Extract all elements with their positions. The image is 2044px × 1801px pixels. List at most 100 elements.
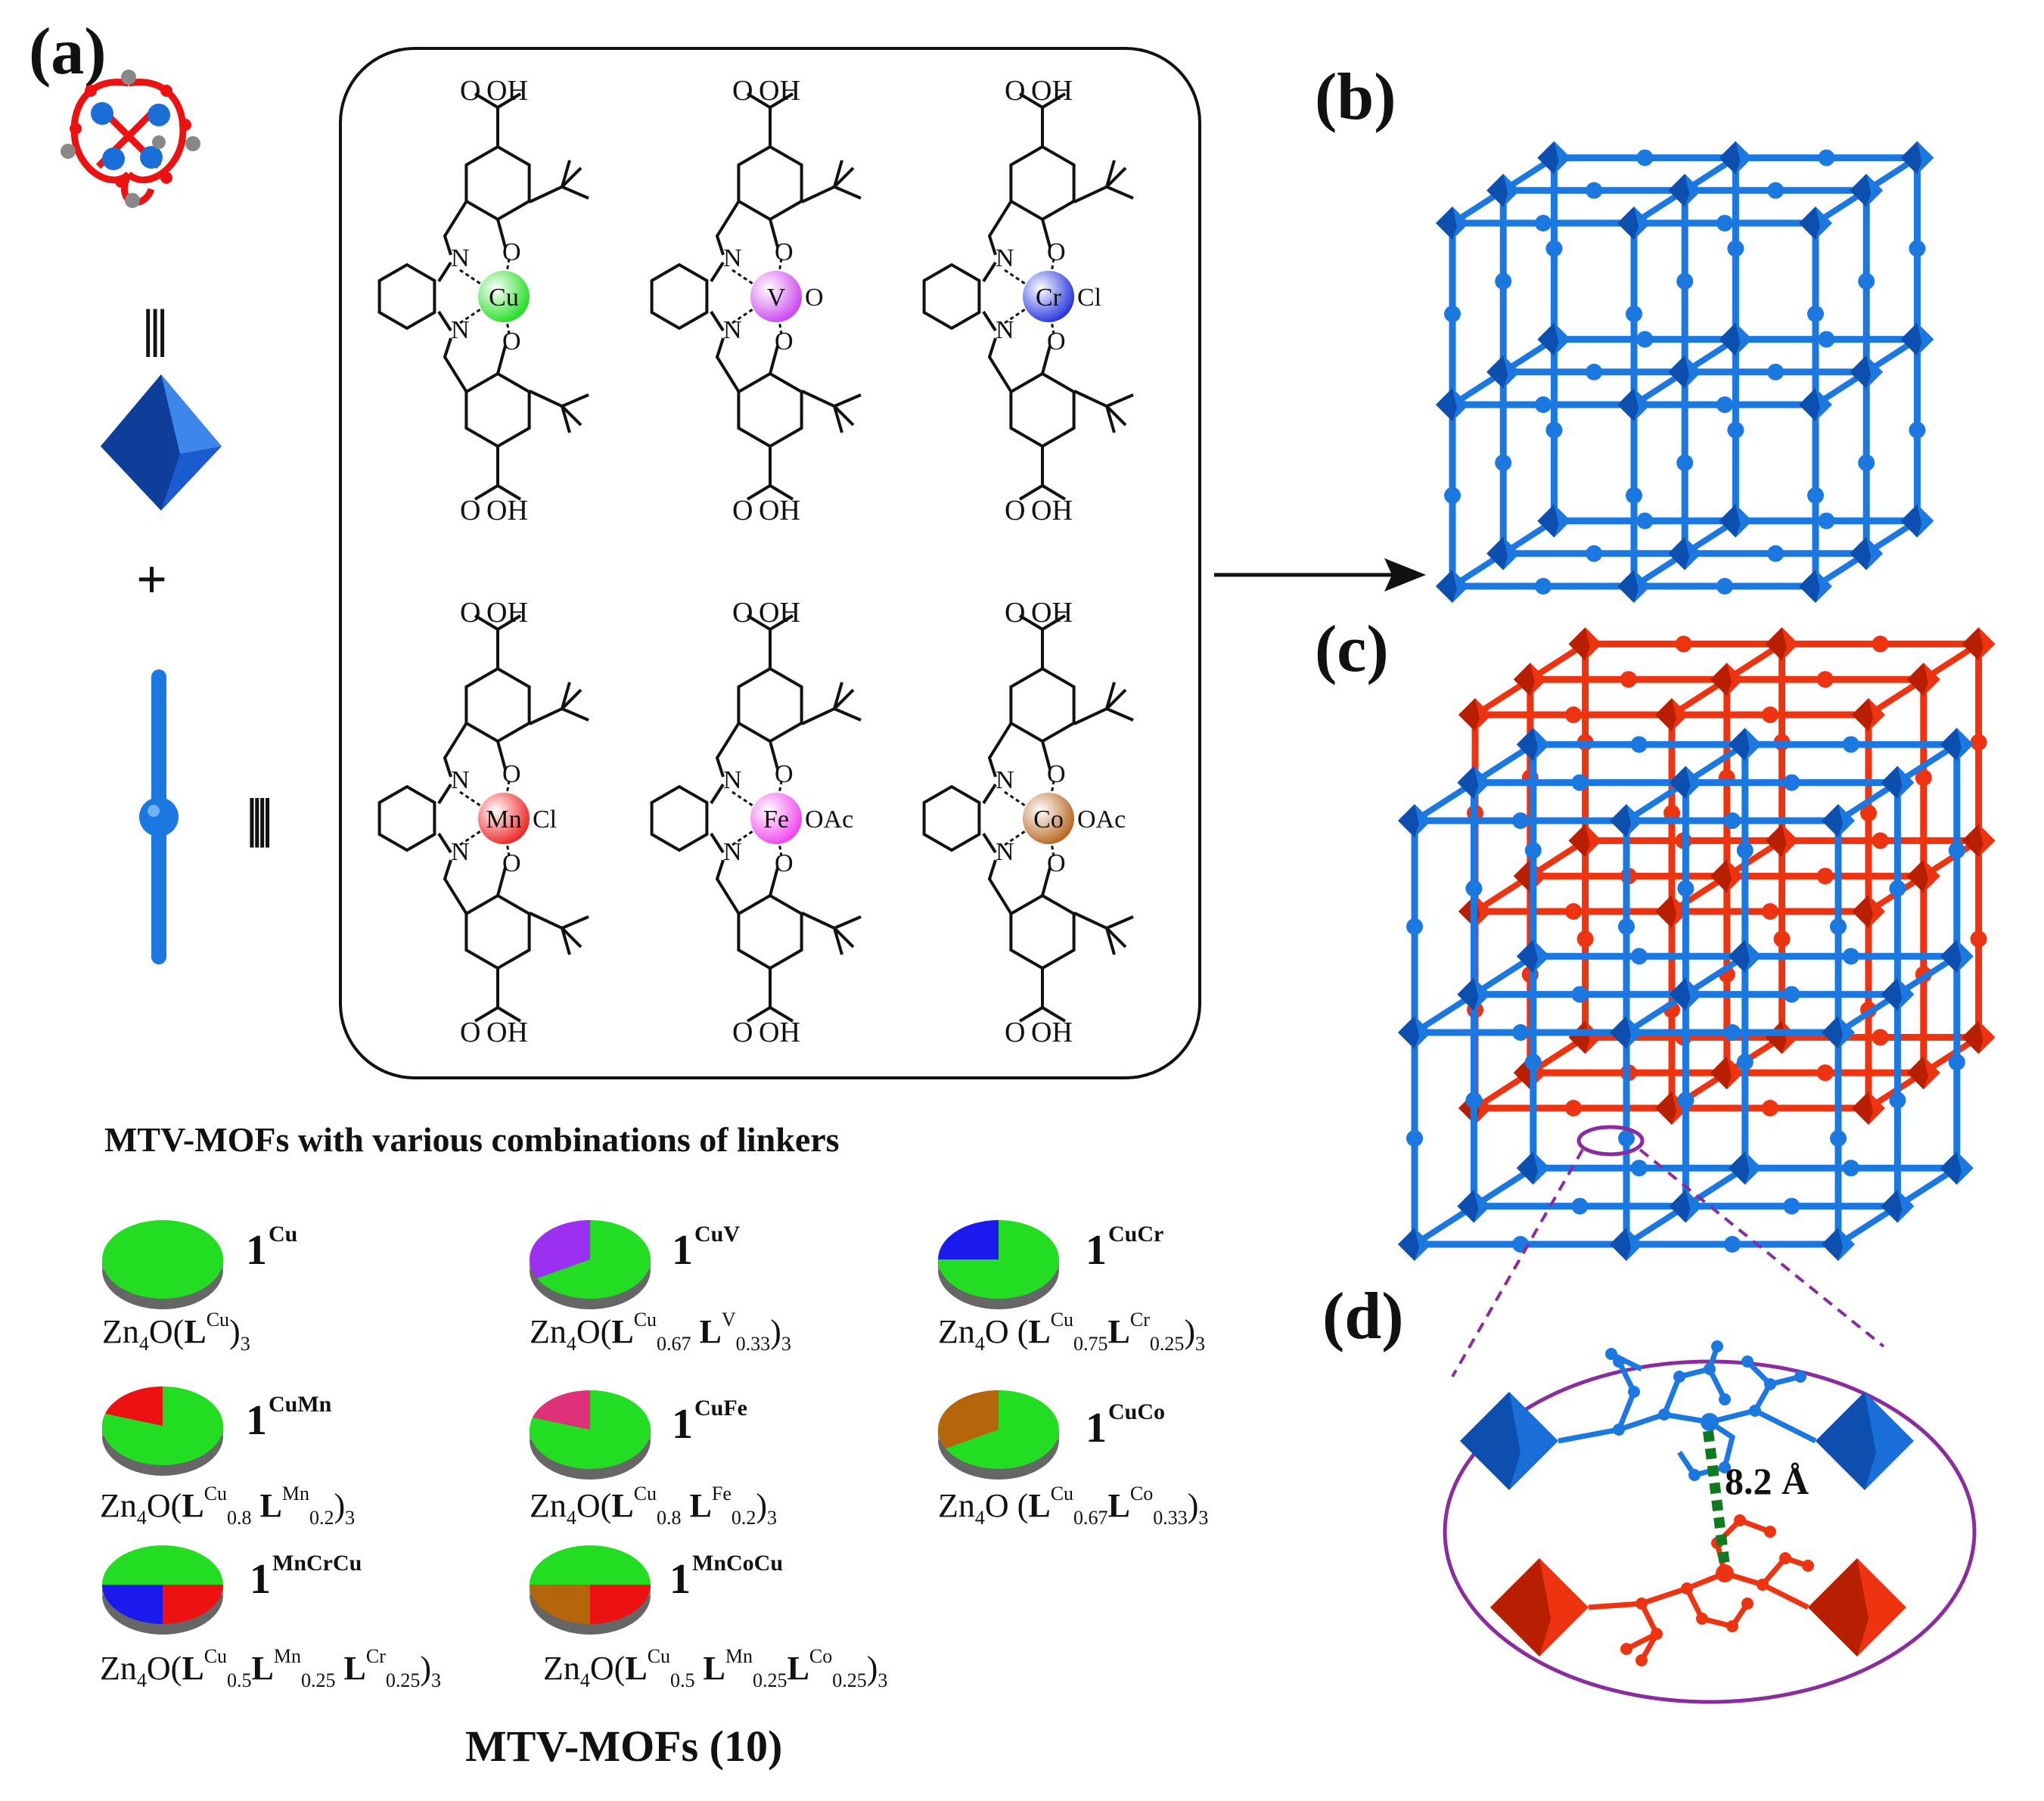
svg-text:N: N — [723, 244, 742, 272]
svg-text:N: N — [723, 838, 742, 866]
svg-text:O: O — [1047, 849, 1066, 877]
svg-text:O: O — [502, 849, 521, 877]
formula-cu: Zn4O(LCu)3 — [102, 1309, 250, 1355]
framework-interpenetrated-net — [1398, 627, 1996, 1261]
metal-symbol: Cr — [1036, 284, 1062, 312]
formula-cumn: Zn4O(LCu0.8 LMn0.2)3 — [100, 1483, 356, 1529]
svg-text:O: O — [775, 238, 794, 266]
panel-label-d: (d) — [1322, 1280, 1404, 1353]
svg-text:N: N — [996, 244, 1014, 272]
svg-text:N: N — [723, 766, 742, 794]
axial-ligand: Cl — [533, 806, 557, 834]
cu-cu-distance-line — [1703, 1430, 1730, 1567]
mof-label-cucr: 1CuCr — [1086, 1222, 1164, 1274]
formula-mncrcu: Zn4O(LCu0.5LMn0.25 LCr0.25)3 — [100, 1645, 442, 1691]
mof-label-mncocu: 1MnCoCu — [669, 1551, 784, 1603]
panel-label-b: (b) — [1315, 61, 1396, 134]
carboxyl-top: O OH — [1005, 75, 1073, 107]
equivalence-symbol-large: |||| — [246, 787, 274, 848]
carboxyl-bottom: O OH — [732, 495, 800, 526]
svg-text:N: N — [996, 838, 1014, 866]
pie-chart-icons — [102, 1220, 1060, 1635]
carboxyl-bottom: O OH — [460, 495, 528, 526]
blue-octahedron-left — [1460, 1392, 1558, 1490]
metal-symbol: Co — [1033, 806, 1064, 834]
red-octahedron-right — [1808, 1558, 1906, 1657]
axial-ligand: OAc — [805, 806, 853, 834]
svg-text:O: O — [502, 328, 521, 356]
svg-text:O: O — [1047, 238, 1066, 266]
distance-label: 8.2 Å — [1725, 1460, 1809, 1502]
axial-ligand: Cl — [1077, 284, 1101, 312]
svg-text:N: N — [996, 316, 1014, 344]
metal-center-icon — [750, 271, 802, 322]
metal-symbol: Fe — [763, 806, 789, 834]
equivalence-symbol-small: ||| — [142, 300, 168, 358]
mof-label-cumn: 1CuMn — [246, 1392, 332, 1444]
metal-center-icon — [1023, 271, 1074, 322]
svg-text:N: N — [996, 766, 1014, 794]
formula-cucr: Zn4O (LCu0.75LCr0.25)3 — [938, 1309, 1206, 1355]
metal-symbol: Cu — [489, 284, 519, 312]
mtv-heading: MTV-MOFs with various combinations of li… — [104, 1120, 840, 1159]
panel-label-c: (c) — [1315, 613, 1389, 686]
axial-ligand: OAc — [1077, 806, 1126, 834]
pie-cu — [102, 1220, 223, 1309]
panel-d-zoom-view: 8.2 Å — [1443, 1125, 1977, 1704]
svg-text:N: N — [451, 838, 470, 866]
arrow-to-framework — [1214, 558, 1426, 592]
carboxyl-top: O OH — [732, 597, 800, 629]
panel-label-a: (a) — [29, 15, 107, 88]
carboxyl-top: O OH — [1005, 597, 1073, 629]
pie-cucr — [938, 1220, 1059, 1309]
svg-text:O: O — [502, 238, 521, 266]
pie-cufe — [530, 1390, 651, 1480]
metal-center-icon — [478, 793, 530, 844]
carboxyl-top: O OH — [460, 597, 528, 629]
pie-cuv — [530, 1220, 651, 1309]
metal-symbol: Mn — [486, 806, 521, 834]
footer-title: MTV-MOFs (10) — [465, 1722, 783, 1771]
carboxyl-top: O OH — [460, 75, 528, 107]
axial-ligand: O — [805, 284, 824, 312]
metal-center-icon — [1023, 793, 1074, 844]
blue-octahedron-right — [1816, 1392, 1914, 1490]
svg-text:N: N — [451, 766, 470, 794]
mof-label-cuco: 1CuCo — [1086, 1399, 1166, 1452]
linker-structures-box — [339, 47, 1201, 1079]
svg-text:O: O — [1047, 328, 1066, 356]
octahedron-sbu-icon — [101, 374, 222, 511]
carboxyl-bottom: O OH — [1005, 1017, 1073, 1048]
pie-mncocu — [530, 1545, 651, 1635]
red-linker-molecule — [1588, 1517, 1809, 1662]
pie-mncrcu — [102, 1545, 223, 1635]
svg-text:N: N — [451, 244, 470, 272]
svg-text:N: N — [451, 316, 470, 344]
svg-text:N: N — [723, 316, 742, 344]
formula-cufe: Zn4O(LCu0.8 LFe0.2)3 — [530, 1483, 778, 1529]
svg-text:O: O — [775, 760, 794, 788]
pie-cumn — [102, 1386, 223, 1476]
red-octahedron-left — [1490, 1558, 1589, 1657]
formula-mncocu: Zn4O(LCu0.5 LMn0.25LCo0.25)3 — [543, 1645, 888, 1691]
mof-label-cu: 1Cu — [246, 1222, 298, 1274]
carboxyl-bottom: O OH — [732, 1017, 800, 1048]
svg-text:O: O — [775, 328, 794, 356]
svg-text:O: O — [1047, 760, 1066, 788]
carboxyl-top: O OH — [732, 75, 800, 107]
metal-center-icon — [750, 793, 802, 844]
mof-label-mncrcu: 1MnCrCu — [250, 1551, 362, 1603]
formula-cuv: Zn4O(LCu0.67 LV0.33)3 — [530, 1309, 791, 1355]
carboxyl-bottom: O OH — [1005, 495, 1073, 526]
mof-label-cuv: 1CuV — [672, 1222, 741, 1274]
framework-single-net — [1436, 141, 1934, 603]
metal-center-icon — [478, 271, 530, 322]
metal-symbol: V — [767, 284, 786, 312]
svg-text:O: O — [502, 760, 521, 788]
plus-sign: + — [136, 549, 168, 610]
